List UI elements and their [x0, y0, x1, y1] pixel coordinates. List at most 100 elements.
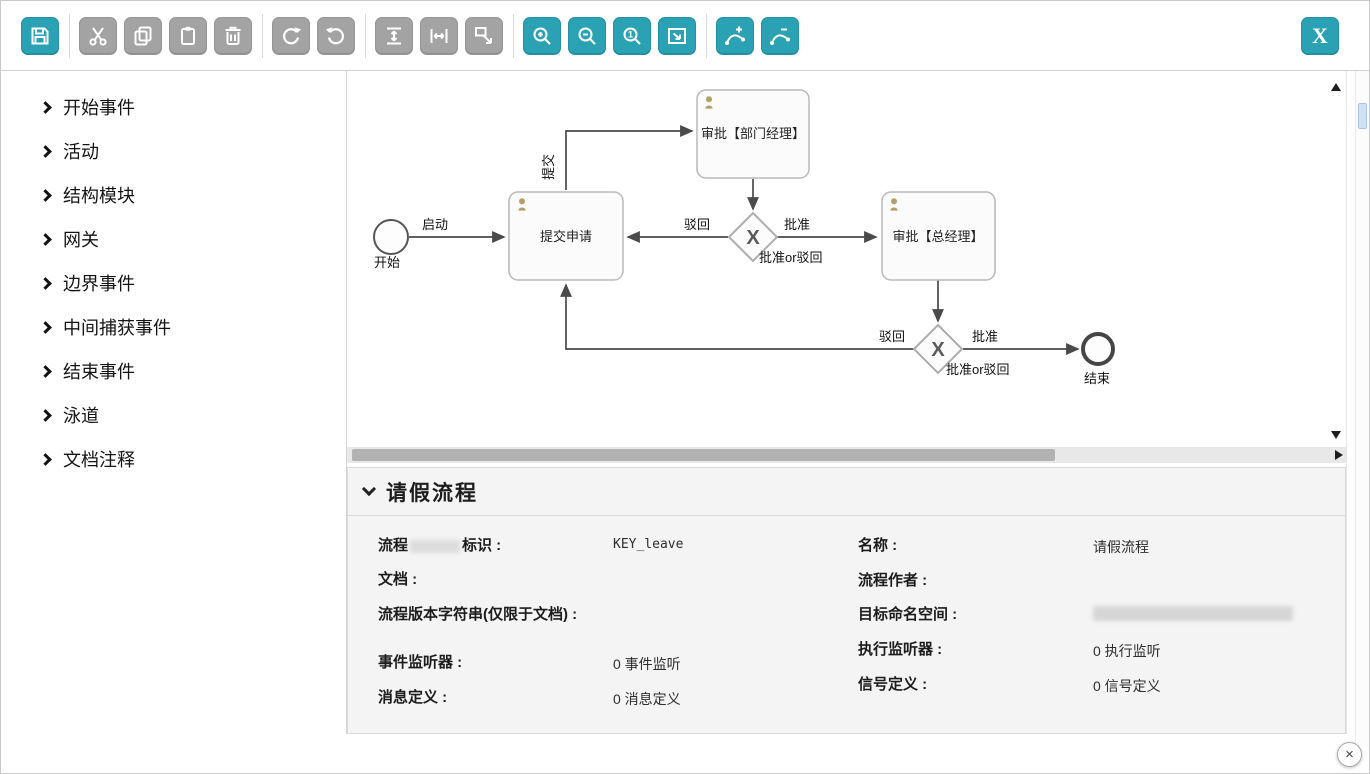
- close-icon: ×: [1345, 746, 1354, 763]
- task-submit-label: 提交申请: [540, 229, 592, 244]
- palette-item-intermediate-catching-events[interactable]: 中间捕获事件: [1, 305, 346, 349]
- start-event[interactable]: [373, 219, 409, 255]
- task-approve-dept-manager[interactable]: [696, 89, 810, 179]
- prop-label-execution-listeners: 执行监听器 :: [858, 640, 943, 658]
- page-vertical-scrollbar[interactable]: [1355, 71, 1369, 747]
- prop-value-execution-listeners: 0 执行监听: [1093, 642, 1161, 659]
- zoom-out-button[interactable]: [568, 16, 606, 55]
- zoom-actual-button[interactable]: 1: [613, 16, 651, 55]
- chevron-right-icon: [39, 276, 52, 290]
- palette-item-structural[interactable]: 结构模块: [1, 173, 346, 217]
- horizontal-scrollbar-thumb[interactable]: [352, 449, 1055, 461]
- align-horizontal-button[interactable]: [375, 16, 413, 55]
- redacted-text: [410, 539, 461, 553]
- remove-bendpoint-button[interactable]: [761, 16, 799, 55]
- chevron-down-icon[interactable]: [361, 481, 377, 497]
- property-panel-header: 请假流程: [348, 468, 1345, 516]
- palette-item-label: 中间捕获事件: [63, 318, 171, 338]
- palette-divider: [346, 71, 347, 734]
- property-panel: 请假流程 流程标识 : KEY_leave 文档 : 流程版本字符串(仅限于文档…: [347, 467, 1346, 734]
- copy-button[interactable]: [124, 16, 162, 55]
- canvas-horizontal-scrollbar[interactable]: [347, 447, 1346, 463]
- palette-item-gateways[interactable]: 网关: [1, 217, 346, 261]
- cut-icon: [89, 26, 107, 46]
- gateway2-reject-label: 驳回: [879, 329, 905, 344]
- palette-item-boundary-events[interactable]: 边界事件: [1, 261, 346, 305]
- zoom-fit-button[interactable]: [658, 16, 696, 55]
- task-submit-application[interactable]: [508, 191, 624, 281]
- canvas-vertical-scrollbar[interactable]: [1328, 83, 1344, 439]
- start-event-label: 开始: [374, 255, 400, 270]
- palette-item-start-events[interactable]: 开始事件: [1, 85, 346, 129]
- prop-label-target-namespace: 目标命名空间 :: [858, 606, 958, 624]
- save-icon: [31, 27, 49, 44]
- palette-item-label: 开始事件: [63, 98, 135, 118]
- chevron-right-icon: [39, 320, 52, 334]
- gateway1-x-marker: X: [746, 227, 760, 249]
- zoom-in-icon: [533, 27, 551, 45]
- prop-row-name: 名称 : 请假流程: [858, 536, 1328, 557]
- palette-item-label: 活动: [63, 142, 99, 162]
- prop-label-process-id: 流程 标识 :: [378, 536, 613, 556]
- zoom-in-button[interactable]: [523, 16, 561, 55]
- prop-label-text: 标识 :: [462, 537, 502, 554]
- prop-label-signal-definitions: 信号定义 :: [858, 675, 928, 693]
- zoom-actual-icon: 1: [623, 27, 641, 45]
- align-vertical-button[interactable]: [420, 16, 458, 55]
- prop-row-target-namespace: 目标命名空间 :: [858, 605, 1328, 625]
- palette-item-artifacts[interactable]: 文档注释: [1, 437, 346, 481]
- palette-item-activities[interactable]: 活动: [1, 129, 346, 173]
- page-scrollbar-thumb[interactable]: [1358, 103, 1367, 129]
- prop-label-text: 流程: [378, 537, 409, 554]
- palette-item-swimlanes[interactable]: 泳道: [1, 393, 346, 437]
- toolbar-separator: [513, 13, 514, 58]
- task-dept-manager-label: 审批【部门经理】: [701, 126, 805, 141]
- scroll-right-icon[interactable]: [1335, 450, 1343, 460]
- user-icon: [518, 198, 526, 211]
- delete-button[interactable]: [214, 16, 252, 55]
- task-approve-general-manager[interactable]: [881, 191, 996, 281]
- palette-item-end-events[interactable]: 结束事件: [1, 349, 346, 393]
- flow-gateway2-reject-to-submit[interactable]: [560, 283, 914, 350]
- flow-submit-to-dept-manager[interactable]: [565, 125, 694, 190]
- end-event[interactable]: [1081, 332, 1115, 366]
- paste-button[interactable]: [169, 16, 207, 55]
- canvas-right-divider: [1346, 71, 1347, 734]
- diagram-canvas[interactable]: 开始 启动 提交申请 提交 审批【部门经理】 X 驳回 批准 批准or驳回: [347, 71, 1346, 447]
- redo-button[interactable]: [272, 16, 310, 55]
- process-title: 请假流程: [386, 481, 478, 505]
- prop-label-documentation: 文档 :: [378, 571, 418, 589]
- property-column-right: 名称 : 请假流程 流程作者 : 目标命名空间 : 执行监听器 : 0 执行监听…: [858, 536, 1328, 723]
- gateway1-reject-label: 驳回: [684, 217, 710, 232]
- scroll-up-icon[interactable]: [1331, 83, 1341, 91]
- same-size-button[interactable]: [465, 16, 503, 55]
- zoom-fit-icon: [668, 27, 686, 44]
- user-icon: [705, 96, 713, 109]
- exclusive-gateway-2[interactable]: [912, 323, 964, 375]
- page-close-button[interactable]: ×: [1337, 742, 1362, 767]
- copy-icon: [134, 26, 152, 45]
- chevron-right-icon: [39, 100, 52, 114]
- chevron-right-icon: [39, 188, 52, 202]
- save-button[interactable]: [21, 16, 59, 55]
- prop-row-process-id: 流程标识 : KEY_leave: [378, 536, 848, 556]
- toolbar-separator: [69, 13, 70, 58]
- gateway1-approve-label: 批准: [784, 217, 810, 232]
- exclusive-gateway-1[interactable]: [727, 211, 779, 263]
- prop-row-documentation: 文档 :: [378, 570, 848, 590]
- undo-button[interactable]: [317, 16, 355, 55]
- add-bendpoint-button[interactable]: [716, 16, 754, 55]
- gateway2-condition-label: 批准or驳回: [946, 362, 1010, 377]
- close-editor-button[interactable]: X: [1301, 16, 1339, 55]
- paste-icon: [181, 26, 195, 45]
- chevron-right-icon: [39, 232, 52, 246]
- prop-row-event-listeners: 事件监听器 : 0 事件监听: [378, 653, 848, 674]
- add-bendpoint-icon: [725, 26, 745, 45]
- same-size-icon: [475, 26, 492, 44]
- redo-icon: [283, 26, 301, 44]
- cut-button[interactable]: [79, 16, 117, 55]
- remove-bendpoint-icon: [770, 28, 790, 45]
- prop-value-message-definitions: 0 消息定义: [613, 690, 681, 707]
- scroll-down-icon[interactable]: [1331, 431, 1341, 439]
- svg-text:1: 1: [628, 29, 633, 39]
